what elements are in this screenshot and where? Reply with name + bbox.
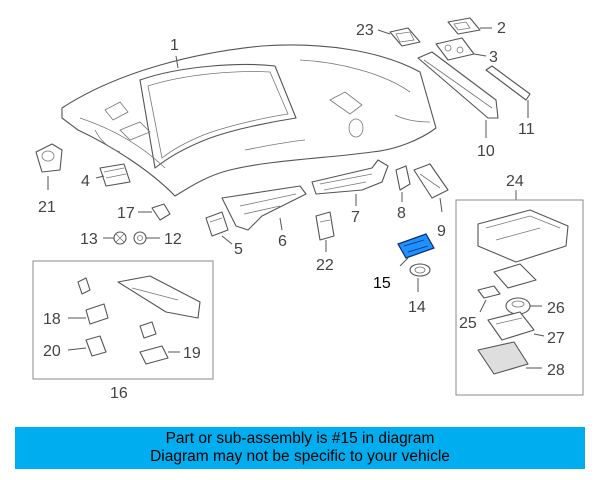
bracket-part-19 [139,345,169,365]
callout-1: 1 [170,37,179,54]
caption-bar: Part or sub-assembly is #15 in diagram D… [15,427,585,469]
callout-7: 7 [351,209,360,226]
clip-part-23 [389,27,421,47]
group-box-16 [32,260,214,380]
callout-9: 9 [437,223,446,240]
group-box-24 [455,199,584,396]
callout-12: 12 [164,231,182,248]
callout-13: 13 [80,231,98,248]
panel-part-9 [413,163,449,199]
module-part-27 [487,311,535,341]
callout-14: 14 [408,299,426,316]
mount-part-21 [35,143,63,173]
callout-26: 26 [547,300,565,317]
caption-line-2: Diagram may not be specific to your vehi… [150,448,450,465]
rail-trim-part-6 [221,185,307,231]
hook-part-22 [315,211,335,241]
console-housing [477,209,569,263]
cover-part-28 [477,341,529,375]
callout-19: 19 [183,345,201,362]
seal-strip-part-11 [485,65,531,101]
callout-21: 21 [38,199,56,216]
callout-3: 3 [489,49,498,66]
callout-15: 15 [373,275,391,292]
switch-panel-part-3 [435,37,475,61]
clip-part-17 [151,203,171,221]
socket-part-14 [409,263,431,277]
rear-trim-part-10 [417,51,499,119]
callout-2: 2 [497,20,506,37]
holder-part-18 [85,303,109,325]
callout-10: 10 [477,143,495,160]
bracket-part-5 [205,211,229,237]
callout-16: 16 [110,385,128,402]
callout-5: 5 [234,241,243,258]
headliner-part-1 [61,44,437,197]
callout-23: 23 [356,22,374,39]
clip-middle [139,321,157,339]
callout-27: 27 [547,330,565,347]
cover-part-8 [395,165,411,191]
lens-part-25 [477,285,501,299]
callout-17: 17 [117,205,135,222]
callout-6: 6 [278,233,287,250]
pad-part-4 [99,163,131,187]
callout-25: 25 [459,315,477,332]
callout-18: 18 [43,311,61,328]
lens-cover [493,263,537,289]
holder-part-20 [85,335,107,357]
callout-22: 22 [316,257,334,274]
sun-visor [117,275,201,319]
screw-part-13 [113,231,127,245]
callout-4: 4 [81,173,90,190]
lamp-part-15-highlighted [397,233,435,259]
callout-24: 24 [506,173,524,190]
callout-8: 8 [397,205,406,222]
callout-28: 28 [547,362,565,379]
callout-20: 20 [43,343,61,360]
clip-top-left [77,277,91,295]
nut-part-12 [133,231,147,245]
rail-trim-part-7 [311,159,389,195]
parts-diagram: 1 23 2 3 10 11 21 4 [32,17,584,402]
switch-part-2 [447,17,481,35]
callout-11: 11 [518,121,535,138]
knob-part-26 [505,297,531,315]
caption-line-1: Part or sub-assembly is #15 in diagram [165,430,435,447]
